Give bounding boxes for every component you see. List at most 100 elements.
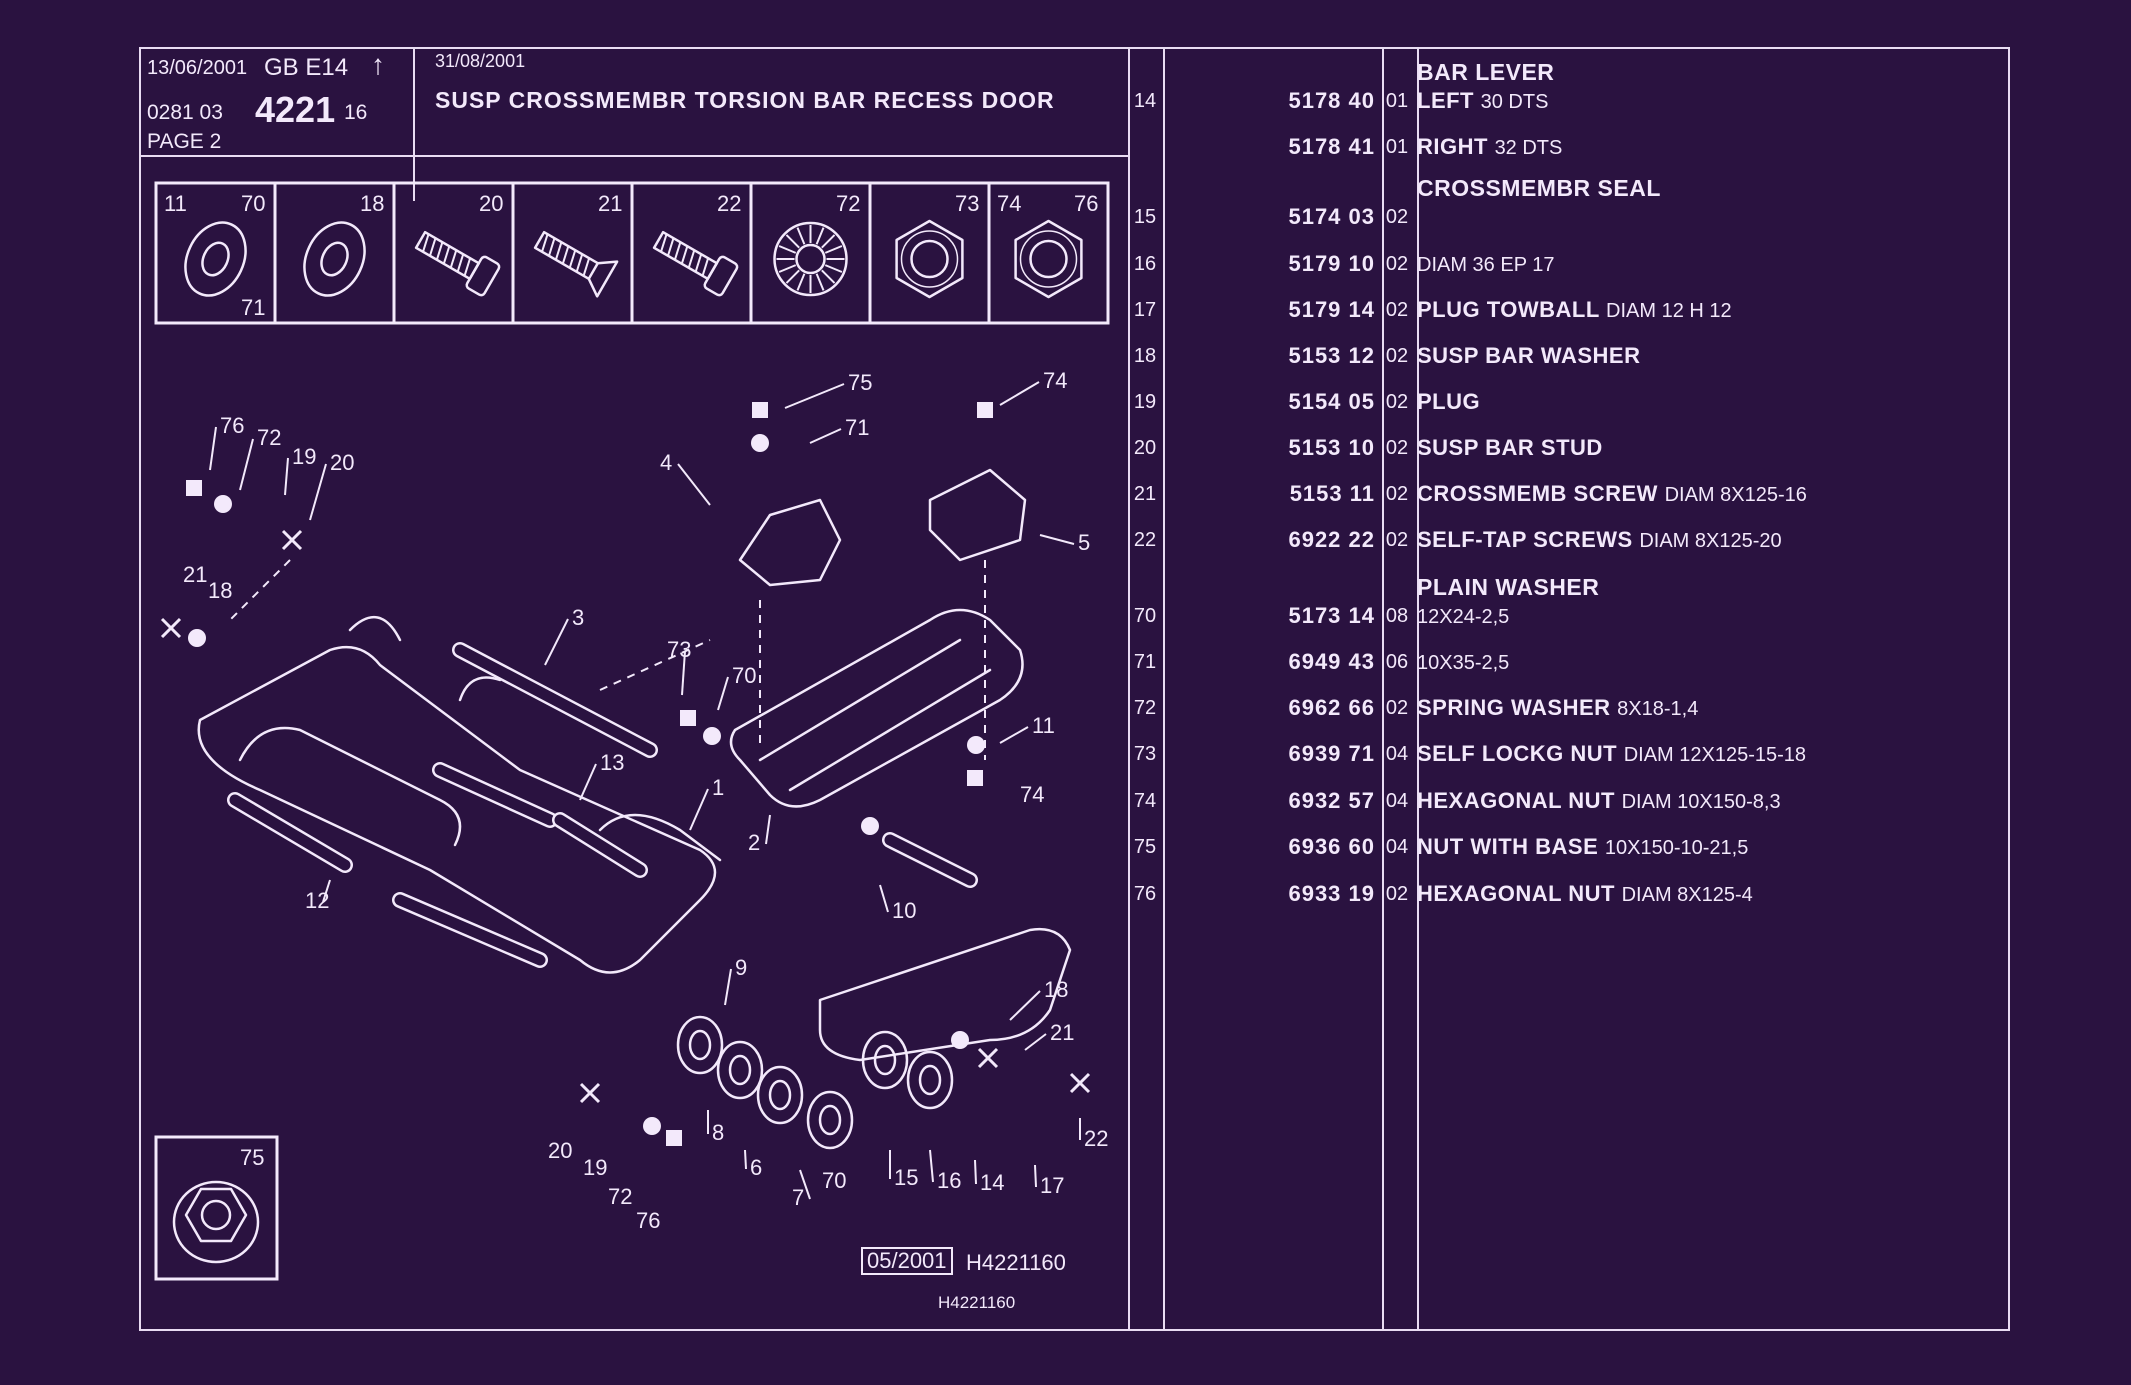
hex-nut-icon: [1014, 219, 1083, 299]
fastener-square: [680, 710, 696, 726]
callout-label: 19: [292, 444, 316, 469]
callout-6: 6: [744, 1149, 762, 1180]
callout-18: 18: [1009, 977, 1068, 1021]
part-description-detail: DIAM 12X125-15-18: [1623, 744, 1807, 766]
callout-19: 19: [284, 444, 316, 496]
callout-label: 14: [980, 1170, 1004, 1195]
part-quantity: 02: [1385, 883, 1409, 905]
callout-number: 19: [1133, 391, 1157, 413]
part-description: DIAM 36 EP 17: [1417, 251, 1554, 277]
part-reference: 6933 19: [1288, 881, 1375, 906]
callout-11: 11: [999, 713, 1055, 744]
part-reference: 5173 14: [1288, 603, 1375, 628]
callout-71: 71: [809, 415, 869, 444]
part-heading: BAR LEVER: [1417, 59, 1555, 85]
assembly-outline: [729, 608, 1024, 808]
part-description-detail: 10X150-10-21,5: [1604, 837, 1749, 859]
part-description: SELF LOCKG NUT DIAM 12X125-15-18: [1417, 741, 1806, 767]
part-description-bold: SELF LOCKG NUT: [1417, 741, 1624, 766]
thumbnail-label: 71: [241, 295, 265, 320]
thumbnail-22: 22: [630, 183, 741, 323]
part-quantity: 02: [1385, 345, 1409, 367]
part-quantity: 04: [1385, 743, 1409, 765]
part-description-detail: DIAM 10X150-8,3: [1621, 791, 1781, 813]
lock-nut-icon: [895, 219, 964, 299]
part-description-bold: HEXAGONAL NUT: [1417, 788, 1622, 813]
callout-leader: [239, 438, 254, 491]
part-reference: 5178 40: [1288, 88, 1375, 113]
callout-leader: [322, 879, 331, 903]
part-reference: 6949 43: [1288, 649, 1375, 674]
callout-leader: [544, 618, 569, 666]
callout-leader: [689, 788, 709, 831]
callout-number: 71: [1133, 651, 1157, 673]
thumbnail-label: 21: [598, 191, 622, 216]
fastener-dot: [861, 817, 879, 835]
header-ref-main: 4221: [255, 89, 336, 130]
callout-label: 2: [748, 830, 760, 855]
header-ref-prefix: 0281 03: [147, 101, 223, 124]
part-quantity: 04: [1385, 790, 1409, 812]
callout-number: 70: [1133, 605, 1157, 627]
part-reference: 5154 05: [1288, 389, 1375, 414]
callout-label: 4: [660, 450, 672, 475]
ring: [806, 1090, 854, 1150]
part-description-detail: 10X35-2,5: [1417, 652, 1510, 674]
part-description: 12X24-2,5: [1417, 603, 1509, 629]
callout-20: 20: [309, 450, 354, 521]
part-description-bold: PLUG TOWBALL: [1417, 297, 1607, 322]
callout-label: 15: [894, 1165, 918, 1190]
callout-number: 76: [1133, 883, 1157, 905]
callout-22: 22: [1079, 1118, 1108, 1151]
part-reference: 6936 60: [1288, 834, 1375, 859]
callout-leader: [999, 381, 1040, 406]
thumbnail-label: 76: [1074, 191, 1098, 216]
fastener-dot: [643, 1117, 661, 1135]
part-quantity: 02: [1385, 529, 1409, 551]
callout-13: 13: [579, 750, 624, 801]
callout-70: 70: [717, 663, 756, 711]
callout-label: 19: [583, 1155, 607, 1180]
callout-leader: [1039, 534, 1075, 545]
callout-label: 5: [1078, 530, 1090, 555]
callout-number: 74: [1133, 790, 1157, 812]
callout-leader: [1009, 990, 1041, 1021]
fastener-dot: [188, 629, 206, 647]
part-description-detail: DIAM 8X125-4: [1621, 884, 1753, 906]
flange-nut-icon: [172, 1180, 260, 1264]
spring-washer-icon: [773, 221, 848, 297]
part-description: PLUG TOWBALL DIAM 12 H 12: [1417, 297, 1732, 323]
callout-number: 16: [1133, 253, 1157, 275]
callout-label: 11: [1032, 713, 1055, 738]
callout-label: 72: [257, 425, 281, 450]
header-page: PAGE 2: [147, 130, 222, 153]
part-description: 10X35-2,5: [1417, 649, 1509, 675]
part-quantity: 06: [1385, 651, 1409, 673]
header-date-2: 31/08/2001: [435, 51, 526, 71]
part-reference: 5179 14: [1288, 297, 1375, 322]
header-ref-suffix: 16: [344, 101, 368, 124]
header-rule: [141, 155, 1128, 157]
thumbnail-75: 75: [154, 1135, 279, 1281]
part-description-detail: DIAM 8X125-20: [1639, 530, 1782, 552]
callout-number: 72: [1133, 697, 1157, 719]
assembly-outline: [928, 468, 1027, 562]
footer-code: H4221160: [938, 1293, 1016, 1312]
fastener-dot: [214, 495, 232, 513]
thumbnail-label: 22: [717, 191, 741, 216]
callout-leader: [879, 884, 889, 913]
thumbnail-label: 70: [241, 191, 265, 216]
part-description-bold: SUSP BAR STUD: [1417, 435, 1603, 460]
callout-label: 9: [735, 955, 747, 980]
part-quantity: 01: [1385, 136, 1409, 158]
header-code: GB E14: [264, 54, 349, 81]
thumbnail-frame: [154, 1135, 279, 1281]
callout-label: 70: [732, 663, 756, 688]
assembly-outline: [348, 615, 402, 642]
part-description: PLUG: [1417, 389, 1480, 415]
part-quantity: 02: [1385, 206, 1409, 228]
ring: [716, 1040, 764, 1100]
